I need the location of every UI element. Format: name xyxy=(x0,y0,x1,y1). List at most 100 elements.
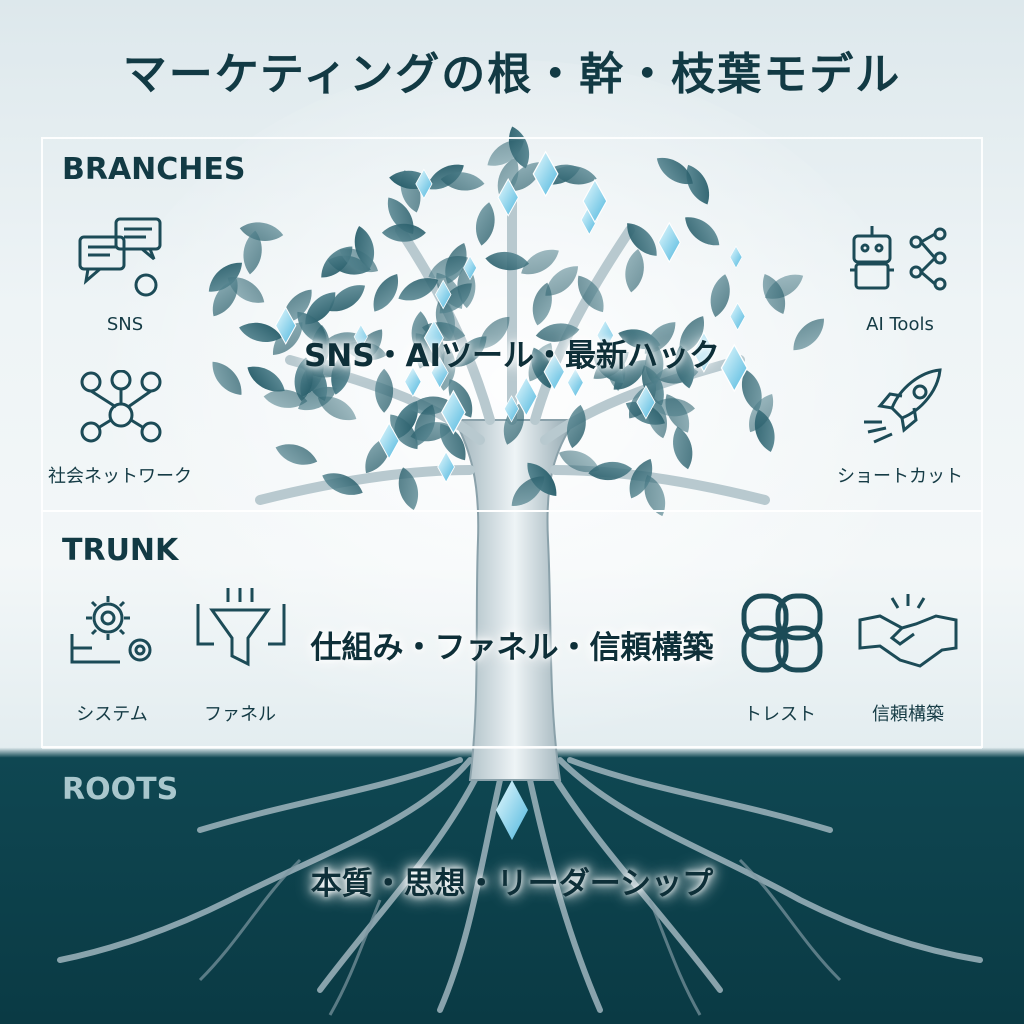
crystal-decoration xyxy=(729,245,743,269)
icon-label-ai-tools: AI Tools xyxy=(866,314,934,335)
leaf-decoration xyxy=(411,311,430,356)
leaf-decoration xyxy=(428,256,468,279)
branches-caption: SNS・AIツール・最新ハック xyxy=(303,338,721,374)
funnel-icon xyxy=(196,588,286,667)
leaf-decoration xyxy=(263,389,308,408)
leaf-decoration xyxy=(439,423,466,461)
icon-label-trust: トレスト xyxy=(744,704,816,725)
leaf-decoration xyxy=(645,341,664,386)
crystal-decoration xyxy=(415,168,433,200)
leaf-decoration xyxy=(475,202,495,246)
crystal-decoration xyxy=(430,356,449,389)
icon-label-system: システム xyxy=(76,704,148,725)
crystal-decoration xyxy=(567,367,584,398)
leaf-decoration xyxy=(710,274,730,318)
leaf-decoration xyxy=(588,461,633,481)
icon-label-social-network: 社会ネットワーク xyxy=(48,466,192,487)
root-crystal-decoration xyxy=(496,780,528,840)
leaf-decoration xyxy=(535,323,580,342)
section-label-branches: BRANCHES xyxy=(62,152,246,187)
leaf-decoration xyxy=(239,322,282,342)
leaf-decoration xyxy=(673,426,693,470)
crystal-decoration xyxy=(543,352,565,392)
crystal-decoration xyxy=(275,306,297,345)
leaf-decoration xyxy=(343,341,387,361)
leaf-decoration xyxy=(398,467,419,511)
leaf-decoration xyxy=(305,292,336,325)
leaf-decoration xyxy=(618,329,661,349)
leaf-decoration xyxy=(503,402,524,445)
leaf-decoration xyxy=(247,366,285,392)
leaf-decoration xyxy=(212,278,238,317)
crystal-decoration xyxy=(636,384,656,420)
crystal-decoration xyxy=(434,279,452,310)
icon-label-sns: SNS xyxy=(106,314,144,335)
network-icon xyxy=(80,370,162,443)
leaf-decoration xyxy=(629,458,653,499)
crystal-decoration xyxy=(582,178,608,224)
crystal-decoration xyxy=(440,389,466,435)
crystal-decoration xyxy=(657,221,681,264)
leaf-decoration xyxy=(651,398,695,417)
leaf-decoration xyxy=(749,394,774,433)
leaf-decoration xyxy=(627,223,657,256)
crystal-decoration xyxy=(404,366,422,398)
leaf-decoration xyxy=(212,361,242,395)
leaf-decoration xyxy=(390,414,418,450)
crystal-decoration xyxy=(532,150,559,198)
leaf-decoration xyxy=(686,164,710,205)
leaf-decoration xyxy=(762,274,786,314)
crystal-decoration xyxy=(503,395,520,423)
icon-label-shortcut: ショートカット xyxy=(837,466,963,487)
leaf-decoration xyxy=(298,386,337,411)
leaf-decoration xyxy=(375,368,394,413)
section-label-trunk: TRUNK xyxy=(62,533,179,568)
leaf-decoration xyxy=(679,316,705,354)
leaf-decoration xyxy=(381,223,426,242)
leaf-decoration xyxy=(508,162,543,192)
leaf-decoration xyxy=(479,316,510,350)
crystal-decoration xyxy=(437,451,455,483)
page-title: マーケティングの根・幹・枝葉モデル xyxy=(122,49,902,100)
leaf-decoration xyxy=(656,157,693,185)
leaf-decoration xyxy=(243,230,262,275)
leaf-decoration xyxy=(297,311,327,345)
leaf-decoration xyxy=(448,379,473,418)
crystal-decoration xyxy=(353,324,368,350)
leaf-decoration xyxy=(322,473,363,495)
rocket-icon xyxy=(864,368,942,444)
leaf-decoration xyxy=(398,278,439,301)
leaf-decoration xyxy=(545,266,579,296)
chat-bubbles-icon xyxy=(78,217,162,297)
roots-caption: 本質・思想・リーダーシップ xyxy=(310,866,714,902)
leaf-decoration xyxy=(439,283,472,314)
gears-icon xyxy=(70,596,152,664)
leaf-decoration xyxy=(793,318,824,351)
leaf-decoration xyxy=(294,357,313,402)
crystal-decoration xyxy=(720,343,748,393)
leaf-decoration xyxy=(373,273,399,312)
leaf-decoration xyxy=(593,351,629,379)
crystal-decoration xyxy=(596,319,615,352)
leaf-decoration xyxy=(454,336,487,367)
leaf-decoration xyxy=(487,140,524,166)
leaf-decoration xyxy=(440,172,485,191)
leaf-decoration xyxy=(558,450,600,473)
leaf-decoration xyxy=(328,285,366,312)
leaf-decoration xyxy=(317,396,357,421)
leaf-decoration xyxy=(511,476,545,506)
leaf-decoration xyxy=(275,444,318,465)
crystal-decoration xyxy=(378,422,400,460)
leaf-decoration xyxy=(528,342,553,382)
leaf-decoration xyxy=(331,351,351,395)
leaf-decoration xyxy=(354,225,375,269)
crystal-decoration xyxy=(497,177,519,217)
robot-icon xyxy=(850,226,947,291)
section-label-roots: ROOTS xyxy=(62,772,179,807)
crystal-decoration xyxy=(692,331,716,373)
leaf-decoration xyxy=(742,369,762,412)
leaf-decoration xyxy=(644,474,666,517)
trunk-caption: 仕組み・ファネル・信頼構築 xyxy=(310,630,714,666)
leaf-decoration xyxy=(566,404,586,449)
